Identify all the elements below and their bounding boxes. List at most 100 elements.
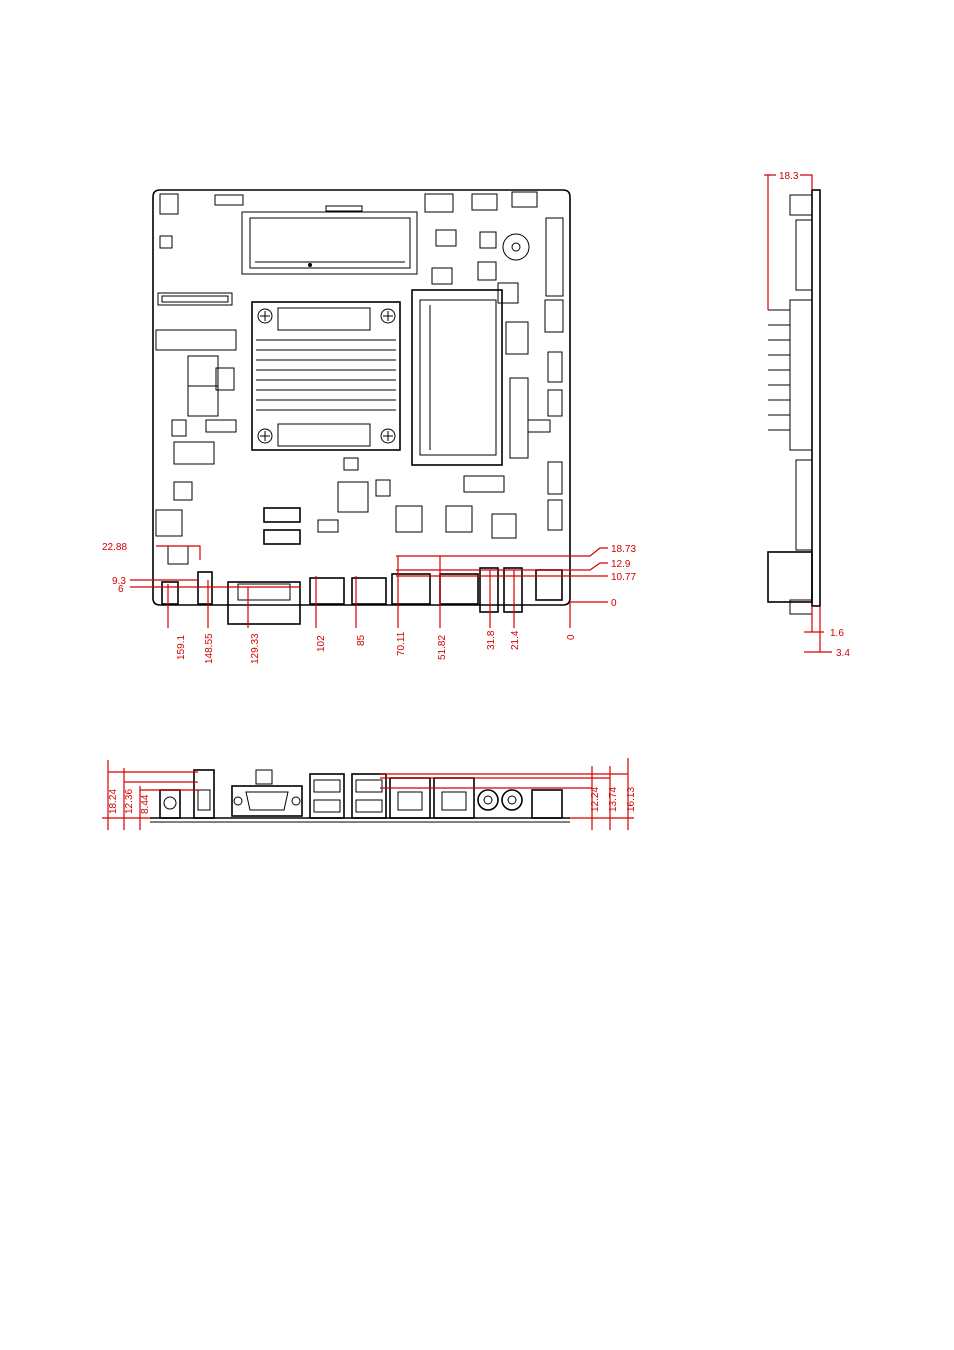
dimension-label: 85 bbox=[356, 634, 367, 646]
dimension-label: 18.24 bbox=[108, 789, 119, 814]
pin-header bbox=[547, 351, 563, 383]
component bbox=[479, 231, 497, 249]
dimension-label: 9.3 bbox=[112, 576, 126, 587]
front-component bbox=[531, 789, 563, 819]
m2-slot-inner bbox=[161, 295, 229, 303]
dimension-label: 12.24 bbox=[590, 787, 601, 812]
component bbox=[535, 569, 563, 601]
component bbox=[544, 299, 564, 333]
pin-header bbox=[547, 499, 563, 531]
usb-port bbox=[309, 577, 345, 605]
dc-jack bbox=[159, 789, 181, 819]
dimension-label: 12.9 bbox=[611, 559, 631, 570]
component bbox=[509, 377, 529, 459]
dimension-label: 0 bbox=[611, 598, 617, 609]
component bbox=[491, 513, 517, 539]
hdmi-port bbox=[193, 769, 215, 819]
component bbox=[497, 282, 519, 304]
lan-port bbox=[389, 777, 431, 819]
battery-center bbox=[511, 242, 521, 252]
component bbox=[325, 205, 363, 212]
component bbox=[511, 191, 538, 208]
dimension-label: 0 bbox=[566, 634, 577, 640]
side-component bbox=[789, 194, 813, 216]
dimension-label: 16.13 bbox=[626, 787, 637, 812]
component bbox=[395, 505, 423, 533]
sodimm-slot-top bbox=[241, 211, 418, 275]
sata-connector bbox=[263, 529, 301, 545]
vga-port bbox=[227, 581, 301, 625]
mpcie-slot bbox=[155, 329, 237, 351]
pin-header bbox=[505, 321, 529, 355]
dimension-line bbox=[764, 174, 813, 190]
board-outline bbox=[152, 189, 571, 606]
dimension-label: 148.55 bbox=[204, 633, 215, 664]
dimension-label: 6 bbox=[118, 584, 124, 595]
dimension-line bbox=[396, 547, 608, 557]
dimension-line bbox=[396, 562, 608, 571]
component bbox=[214, 194, 244, 206]
front-component bbox=[255, 769, 273, 785]
side-view: 18.3 1.6 3.4 bbox=[764, 171, 850, 659]
usb-stack bbox=[351, 773, 387, 819]
component bbox=[343, 457, 359, 471]
component bbox=[205, 419, 237, 433]
component bbox=[527, 419, 551, 433]
sata-connector bbox=[263, 507, 301, 523]
lan-port bbox=[391, 573, 431, 605]
component bbox=[431, 267, 453, 285]
dimension-label: 129.33 bbox=[250, 633, 261, 664]
dimension-label: 12.36 bbox=[124, 789, 135, 814]
dimension-label: 18.3 bbox=[779, 171, 799, 182]
side-component bbox=[795, 459, 813, 551]
vga-port-inner bbox=[237, 583, 291, 601]
dimension-line bbox=[811, 606, 824, 633]
side-pcb bbox=[811, 189, 821, 607]
dimension-label: 1.6 bbox=[830, 628, 844, 639]
side-heatsink bbox=[789, 299, 813, 451]
audio-jack bbox=[479, 567, 499, 613]
component bbox=[375, 479, 391, 497]
component bbox=[187, 355, 219, 387]
dimension-label: 10.77 bbox=[611, 572, 636, 583]
audio-jack bbox=[503, 567, 523, 613]
dimension-label: 13.74 bbox=[608, 787, 619, 812]
usb-port bbox=[351, 577, 387, 605]
sodimm-slot-vertical bbox=[411, 289, 503, 466]
component bbox=[435, 229, 457, 247]
dimension-label: 22.88 bbox=[102, 542, 127, 553]
dimension-label: 3.4 bbox=[836, 648, 850, 659]
pin-header bbox=[547, 461, 563, 495]
hdmi-port bbox=[197, 571, 213, 605]
dimension-line bbox=[156, 545, 201, 560]
component bbox=[159, 193, 179, 215]
component bbox=[155, 509, 183, 537]
dimension-label: 8.44 bbox=[140, 794, 151, 814]
component bbox=[173, 481, 193, 501]
dimension-label: 70.11 bbox=[396, 631, 407, 656]
component bbox=[445, 505, 473, 533]
lan-port bbox=[433, 777, 475, 819]
component bbox=[215, 367, 235, 391]
dimension-label: 18.73 bbox=[611, 544, 636, 555]
dimension-label: 31.8 bbox=[486, 630, 497, 650]
pin-header bbox=[547, 389, 563, 417]
side-component bbox=[795, 219, 813, 291]
component bbox=[317, 519, 339, 533]
component bbox=[424, 193, 454, 213]
front-view: 18.24 12.36 8.44 12.24 13.74 16.13 bbox=[102, 758, 637, 830]
component bbox=[173, 441, 215, 465]
lan-port bbox=[439, 573, 479, 605]
audio-jack bbox=[477, 789, 499, 811]
component bbox=[187, 385, 219, 417]
m2-slot bbox=[157, 292, 233, 306]
component bbox=[159, 235, 173, 249]
component bbox=[477, 261, 497, 281]
heatsink bbox=[251, 301, 401, 451]
power-connector bbox=[167, 545, 189, 565]
side-connector bbox=[767, 551, 813, 603]
dimension-label: 21.4 bbox=[510, 630, 521, 650]
component bbox=[463, 475, 505, 493]
battery bbox=[502, 233, 530, 261]
